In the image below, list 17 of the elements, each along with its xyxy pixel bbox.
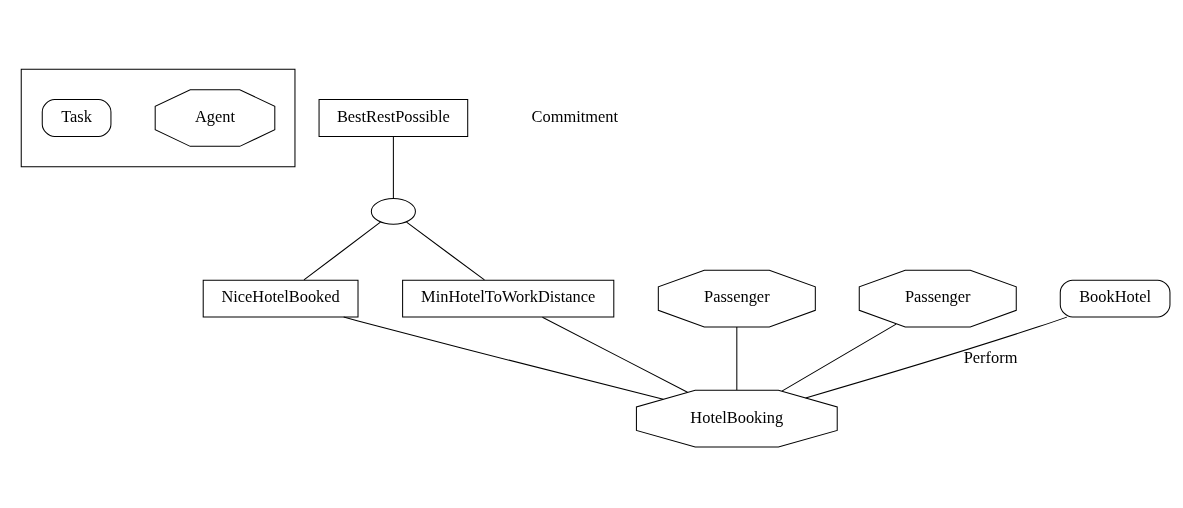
node-ellipse <box>370 198 416 225</box>
connector <box>343 316 664 400</box>
edge-label: Perform <box>963 347 1018 367</box>
connector <box>781 323 897 392</box>
connector <box>303 221 381 281</box>
connector <box>805 316 1068 399</box>
connector <box>406 221 485 281</box>
connector <box>736 326 738 391</box>
node-box: BookHotel <box>1059 279 1171 318</box>
label: Commitment <box>531 106 619 126</box>
node-box: NiceHotelBooked <box>202 279 359 318</box>
cluster <box>20 68 296 168</box>
node-box: BestRestPossible <box>318 99 469 137</box>
connector <box>392 136 394 199</box>
connector <box>541 316 689 393</box>
node-box: MinHotelToWorkDistance <box>402 279 615 318</box>
node-box: Task <box>41 99 112 137</box>
